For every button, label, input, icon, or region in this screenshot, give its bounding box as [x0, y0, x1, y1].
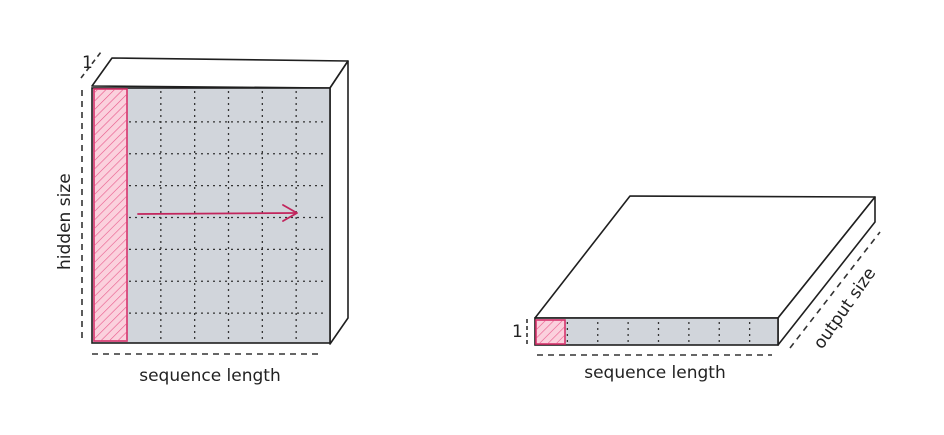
- left-sequence-length-label: sequence length: [139, 366, 281, 386]
- left-block-front-face: [91, 87, 331, 344]
- right-slab-front-face: [534, 317, 779, 346]
- left-highlight-hatch: [94, 89, 127, 341]
- left-depth-label: 1: [82, 53, 93, 73]
- right-output-slab: [534, 195, 876, 346]
- left-tensor-block: [91, 57, 349, 345]
- right-height-label: 1: [512, 322, 523, 342]
- right-sequence-length-label: sequence length: [584, 363, 726, 383]
- right-output-dim-line: [789, 231, 881, 349]
- right-highlight-hatch: [536, 320, 565, 344]
- sweep-arrow: [137, 204, 298, 222]
- left-block-side-face: [329, 60, 349, 345]
- left-dimension-lines: [80, 51, 322, 355]
- hidden-size-label: hidden size: [55, 173, 75, 270]
- right-dimension-lines: [526, 231, 881, 356]
- left-block-top-face: [91, 57, 349, 89]
- left-depth-dim-line: [80, 51, 102, 79]
- right-slab-top-face: [534, 195, 876, 319]
